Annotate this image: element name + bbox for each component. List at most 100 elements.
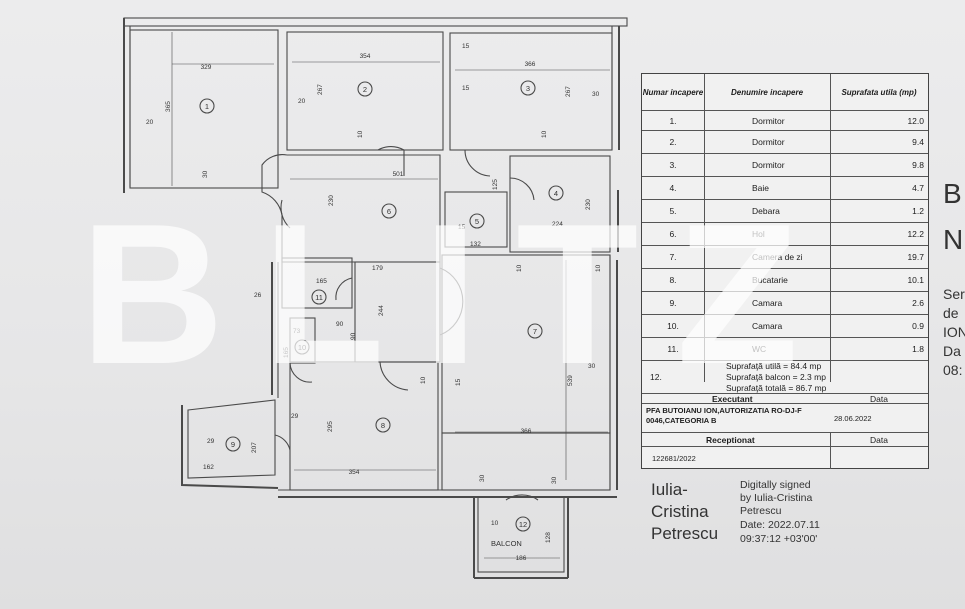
- row-area: 1.2: [912, 206, 924, 216]
- room-number: 10: [298, 343, 306, 352]
- dimension-label: 20: [146, 119, 154, 126]
- row-area: 1.8: [912, 344, 924, 354]
- dimension-label: 10: [516, 264, 523, 272]
- watermark: BLITZ: [80, 183, 837, 406]
- table-row: 1. Dormitor 12.0: [642, 111, 928, 131]
- summary-total-row: Suprafaţă totală = 86.7 mp: [642, 382, 928, 393]
- row-area: 10.1: [907, 275, 924, 285]
- dimension-label: 30: [479, 474, 486, 482]
- row-num: 11.: [667, 344, 679, 354]
- sum-util: Suprafaţă utilă = 84.4 mp: [726, 361, 822, 371]
- dimension-label: 90: [336, 321, 344, 328]
- dimension-label: 207: [251, 442, 258, 453]
- data-label: Data: [870, 434, 888, 445]
- dimension-label: 267: [565, 86, 572, 97]
- dimension-label: 162: [203, 464, 214, 471]
- dimension-label: 128: [545, 532, 552, 543]
- row-area: 9.4: [912, 137, 924, 147]
- dimension-label: 539: [567, 375, 574, 386]
- dimension-label: 295: [327, 421, 334, 432]
- sum-total: Suprafaţă totală = 86.7 mp: [726, 382, 827, 393]
- row-num: 3.: [669, 160, 677, 170]
- row-area: 0.9: [912, 321, 924, 331]
- dimension-label: 125: [492, 179, 499, 190]
- row-num: 4.: [669, 183, 677, 193]
- row-area: 19.7: [907, 252, 924, 262]
- dimension-label: 365: [165, 101, 172, 112]
- dimension-label: 20: [298, 98, 306, 105]
- signature-detail: 09:37:12 +03'00': [740, 533, 818, 545]
- executant-label: Executant: [712, 394, 753, 403]
- floor-plan: 1 2 3 4 5 6 7 8 9 10 11 12 329 365 20 35…: [123, 17, 628, 579]
- dimension-label: 224: [552, 221, 563, 228]
- row-area: 4.7: [912, 183, 924, 193]
- row-name: Dormitor: [752, 137, 785, 147]
- signer-name-line: Cristina: [651, 502, 709, 521]
- dimension-label: 501: [393, 171, 404, 178]
- cutoff-text: 08:: [943, 362, 963, 378]
- receptionat-value: 122681/2022: [652, 453, 696, 463]
- dimension-label: 30: [592, 91, 600, 98]
- header-numar: Numar incapere: [642, 87, 704, 97]
- room-number: 12: [519, 520, 527, 529]
- dimension-label: 179: [372, 265, 383, 272]
- executant-name: PFA BUTOIANU ION,AUTORIZATIA RO-DJ-F 004…: [646, 406, 802, 425]
- header-denumire: Denumire incapere: [730, 87, 804, 97]
- dimension-label: 30: [202, 170, 209, 178]
- table-row: 3. Dormitor 9.8: [642, 154, 928, 177]
- table-row: 9. Camara 2.6: [642, 292, 928, 315]
- row-name: Hol: [752, 229, 765, 239]
- signature-detail: Petrescu: [740, 505, 782, 517]
- table-row: 11. WC 1.8: [642, 338, 928, 361]
- dimension-label: 366: [525, 61, 536, 68]
- signature-detail: by Iulia-Cristina: [740, 492, 813, 504]
- receptionat-label: Receptionat: [706, 434, 755, 445]
- dimension-label: 15: [462, 43, 470, 50]
- dimension-label: 267: [317, 84, 324, 95]
- row-num: 1.: [669, 115, 677, 126]
- receptionat-row: 122681/2022: [642, 447, 928, 469]
- row-name: WC: [752, 344, 767, 354]
- table-header-row: Numar incapere Denumire incapere Suprafa…: [642, 74, 928, 111]
- table-row: 8. Bucatarie 10.1: [642, 269, 928, 292]
- dimension-label: 329: [201, 64, 212, 71]
- row-name: Baie: [752, 183, 770, 193]
- dimension-label: 10: [357, 130, 364, 138]
- room-number: 6: [387, 207, 391, 216]
- executant-row: PFA BUTOIANU ION,AUTORIZATIA RO-DJ-F 004…: [642, 404, 928, 433]
- table-row: 6. Hol 12.2: [642, 223, 928, 246]
- room-number: 9: [231, 440, 235, 449]
- dimension-label: 29: [207, 438, 215, 445]
- row-num: 7.: [669, 252, 677, 262]
- dimension-label: 10: [541, 130, 548, 138]
- summary-balcon-row: 12. Suprafaţă balcon = 2.3 mp: [642, 371, 928, 382]
- row-area: 12.0: [907, 115, 924, 126]
- dimension-label: 354: [349, 469, 360, 476]
- signature-detail: Digitally signed: [740, 479, 811, 491]
- dimension-label: 165: [283, 347, 290, 358]
- row-name: Dormitor: [752, 160, 785, 170]
- dimension-label: 15: [462, 85, 470, 92]
- room-number: 1: [205, 102, 209, 111]
- row-num: 9.: [669, 298, 677, 308]
- room-number: 11: [315, 293, 323, 302]
- receptionat-header-row: Receptionat Data: [642, 433, 928, 447]
- dimension-label: 29: [291, 413, 299, 420]
- dimension-label: 132: [470, 241, 481, 248]
- balcon-label: BALCON: [491, 539, 522, 548]
- row-area: 9.8: [912, 160, 924, 170]
- room-number: 3: [526, 84, 530, 93]
- row-num: 6.: [669, 229, 677, 239]
- dimension-label: 30: [588, 363, 596, 370]
- header-suprafata: Suprafata utila (mp): [841, 87, 917, 97]
- dimension-label: 15: [458, 224, 466, 231]
- row-num: 12.: [650, 371, 662, 382]
- executant-date: 28.06.2022: [834, 413, 872, 423]
- row-num: 10.: [667, 321, 679, 331]
- row-name: Debara: [752, 206, 780, 216]
- signature-detail: Date: 2022.07.11: [740, 519, 820, 531]
- room-number: 8: [381, 421, 385, 430]
- row-name: Camara: [752, 321, 783, 331]
- row-area: 12.2: [907, 229, 924, 239]
